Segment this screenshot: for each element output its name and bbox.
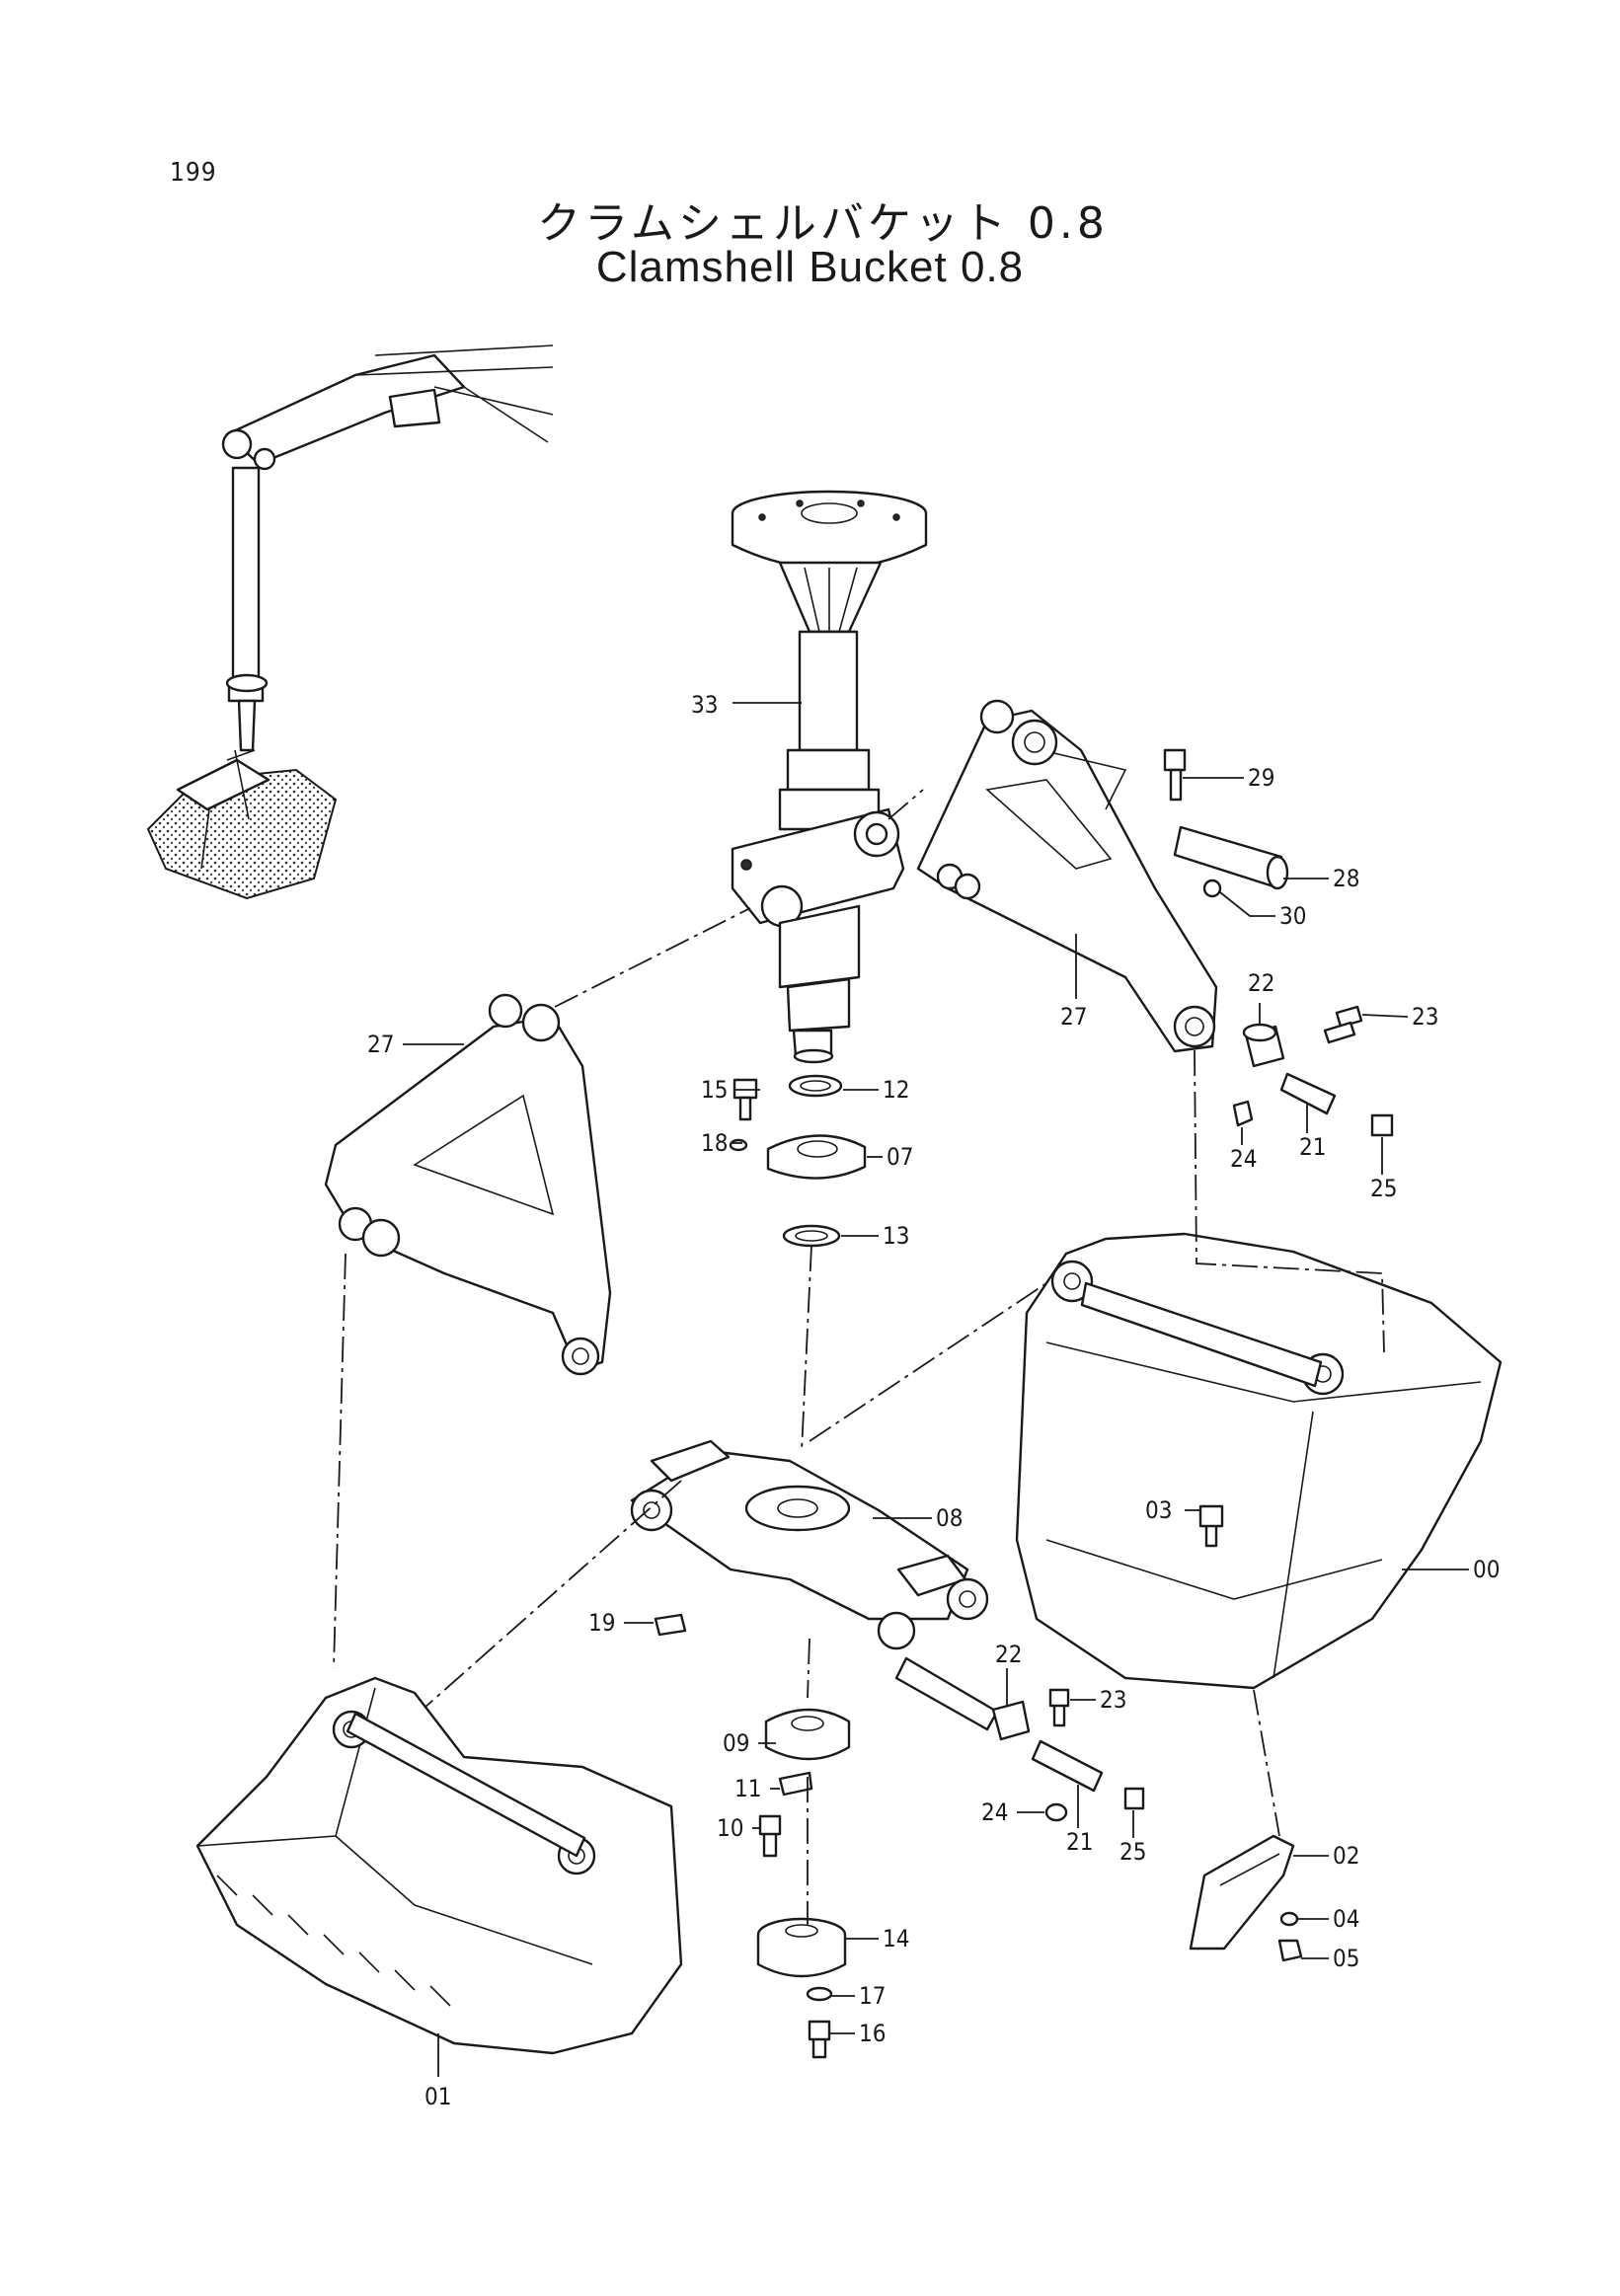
part-14-17-16-bottom-set — [756, 1917, 847, 2059]
callout-17: 17 — [859, 1982, 886, 2010]
part-03-bolt — [1198, 1504, 1224, 1548]
callout-01: 01 — [424, 2083, 451, 2110]
callout-28: 28 — [1333, 865, 1359, 892]
part-27-arm-right — [916, 699, 1218, 1053]
callout-03: 03 — [1145, 1496, 1172, 1524]
part-12-07-13-retainer-set — [729, 1074, 867, 1248]
callout-19: 19 — [588, 1609, 615, 1637]
callout-27-right: 27 — [1060, 1003, 1087, 1031]
overview-excavator-sketch — [146, 344, 554, 900]
part-19-grease-fitting — [654, 1613, 687, 1637]
callout-05: 05 — [1333, 1945, 1359, 1972]
page-number: 199 — [170, 158, 217, 188]
callout-29: 29 — [1248, 764, 1274, 792]
callout-25-lower: 25 — [1119, 1838, 1146, 1866]
callout-14: 14 — [883, 1925, 909, 1952]
callout-04: 04 — [1333, 1905, 1359, 1933]
callout-13: 13 — [883, 1222, 909, 1250]
part-01-bucket-shell-left — [195, 1676, 683, 2055]
callout-22-upper: 22 — [1248, 969, 1274, 997]
callout-16: 16 — [859, 2020, 886, 2047]
callout-12: 12 — [883, 1076, 909, 1104]
part-00-bucket-shell-right — [1015, 1232, 1503, 1690]
assembly-lines — [333, 789, 1385, 1925]
part-33-upper-frame — [731, 490, 928, 1064]
callout-08: 08 — [936, 1504, 963, 1532]
callout-33: 33 — [691, 691, 718, 719]
part-29-28-30-pin-set — [1163, 748, 1289, 898]
callout-21-upper: 21 — [1299, 1133, 1326, 1161]
title-english: Clamshell Bucket 0.8 — [595, 243, 1025, 291]
callout-labels: 33 29 28 30 27 27 22 23 15 12 18 07 21 2… — [367, 691, 1500, 2110]
callout-23-upper: 23 — [1412, 1003, 1438, 1031]
callout-22-lower: 22 — [995, 1641, 1022, 1668]
leader-lines — [403, 702, 1469, 2077]
callout-02: 02 — [1333, 1842, 1359, 1870]
part-21-25-upper-pin-set — [1232, 1005, 1394, 1137]
callout-15: 15 — [701, 1076, 728, 1104]
part-27-arm-left — [324, 993, 612, 1376]
callout-21-lower: 21 — [1066, 1828, 1093, 1856]
part-02-04-05-tooth-set — [1189, 1834, 1303, 1962]
callout-24-upper: 24 — [1230, 1145, 1257, 1173]
callout-27-left: 27 — [367, 1031, 394, 1058]
callout-25-upper: 25 — [1370, 1175, 1397, 1202]
callout-00: 00 — [1473, 1556, 1500, 1583]
callout-11: 11 — [734, 1775, 761, 1802]
title-japanese: クラムシェルバケット 0.8 — [537, 198, 1109, 249]
callout-10: 10 — [717, 1814, 743, 1842]
part-09-11-10-ring-set — [758, 1708, 851, 1858]
part-08-center-yoke — [630, 1439, 989, 1650]
callout-07: 07 — [887, 1143, 913, 1171]
callout-09: 09 — [723, 1729, 749, 1757]
callout-23-lower: 23 — [1100, 1686, 1126, 1714]
part-21-25-lower-pin-set — [894, 1656, 1145, 1822]
callout-18: 18 — [701, 1129, 728, 1157]
callout-30: 30 — [1279, 902, 1306, 930]
callout-24-lower: 24 — [981, 1799, 1008, 1826]
